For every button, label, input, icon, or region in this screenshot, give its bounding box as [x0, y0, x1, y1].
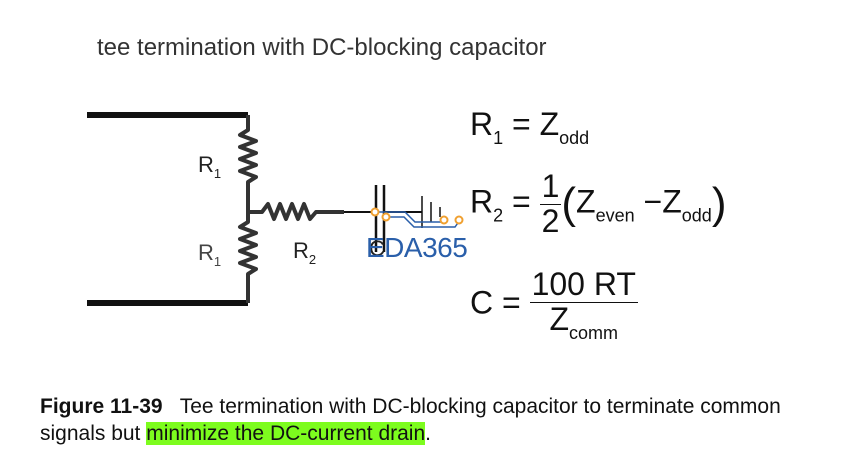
- diagram-title: tee termination with DC-blocking capacit…: [97, 34, 547, 61]
- figure-label: Figure 11-39: [40, 395, 163, 418]
- watermark-pad-2: [381, 212, 391, 222]
- caption-highlight: minimize the DC-current drain: [146, 422, 426, 445]
- equation-r1: R1 = Zodd: [470, 106, 590, 148]
- watermark-text: EDA365: [366, 232, 468, 263]
- label-r2: R2: [293, 238, 317, 267]
- resistor-r2: [248, 202, 344, 221]
- resistor-r1-top: [238, 115, 258, 212]
- caption-period: .: [425, 422, 431, 445]
- watermark-pad-1: [370, 207, 380, 217]
- figure-caption: Figure 11-39 Tee termination with DC-blo…: [40, 393, 820, 447]
- label-c: C: [369, 236, 385, 261]
- watermark-pad-3: [439, 215, 449, 225]
- label-r1-top: R1: [198, 152, 222, 181]
- caption-text: Tee termination with DC-blocking capacit…: [40, 395, 781, 445]
- watermark-trace-1: [375, 211, 443, 223]
- watermark-pad-4: [454, 215, 464, 225]
- watermark-trace-2: [386, 216, 461, 228]
- resistor-r1-bottom: [238, 212, 258, 303]
- label-r1-bottom: R1: [198, 240, 222, 269]
